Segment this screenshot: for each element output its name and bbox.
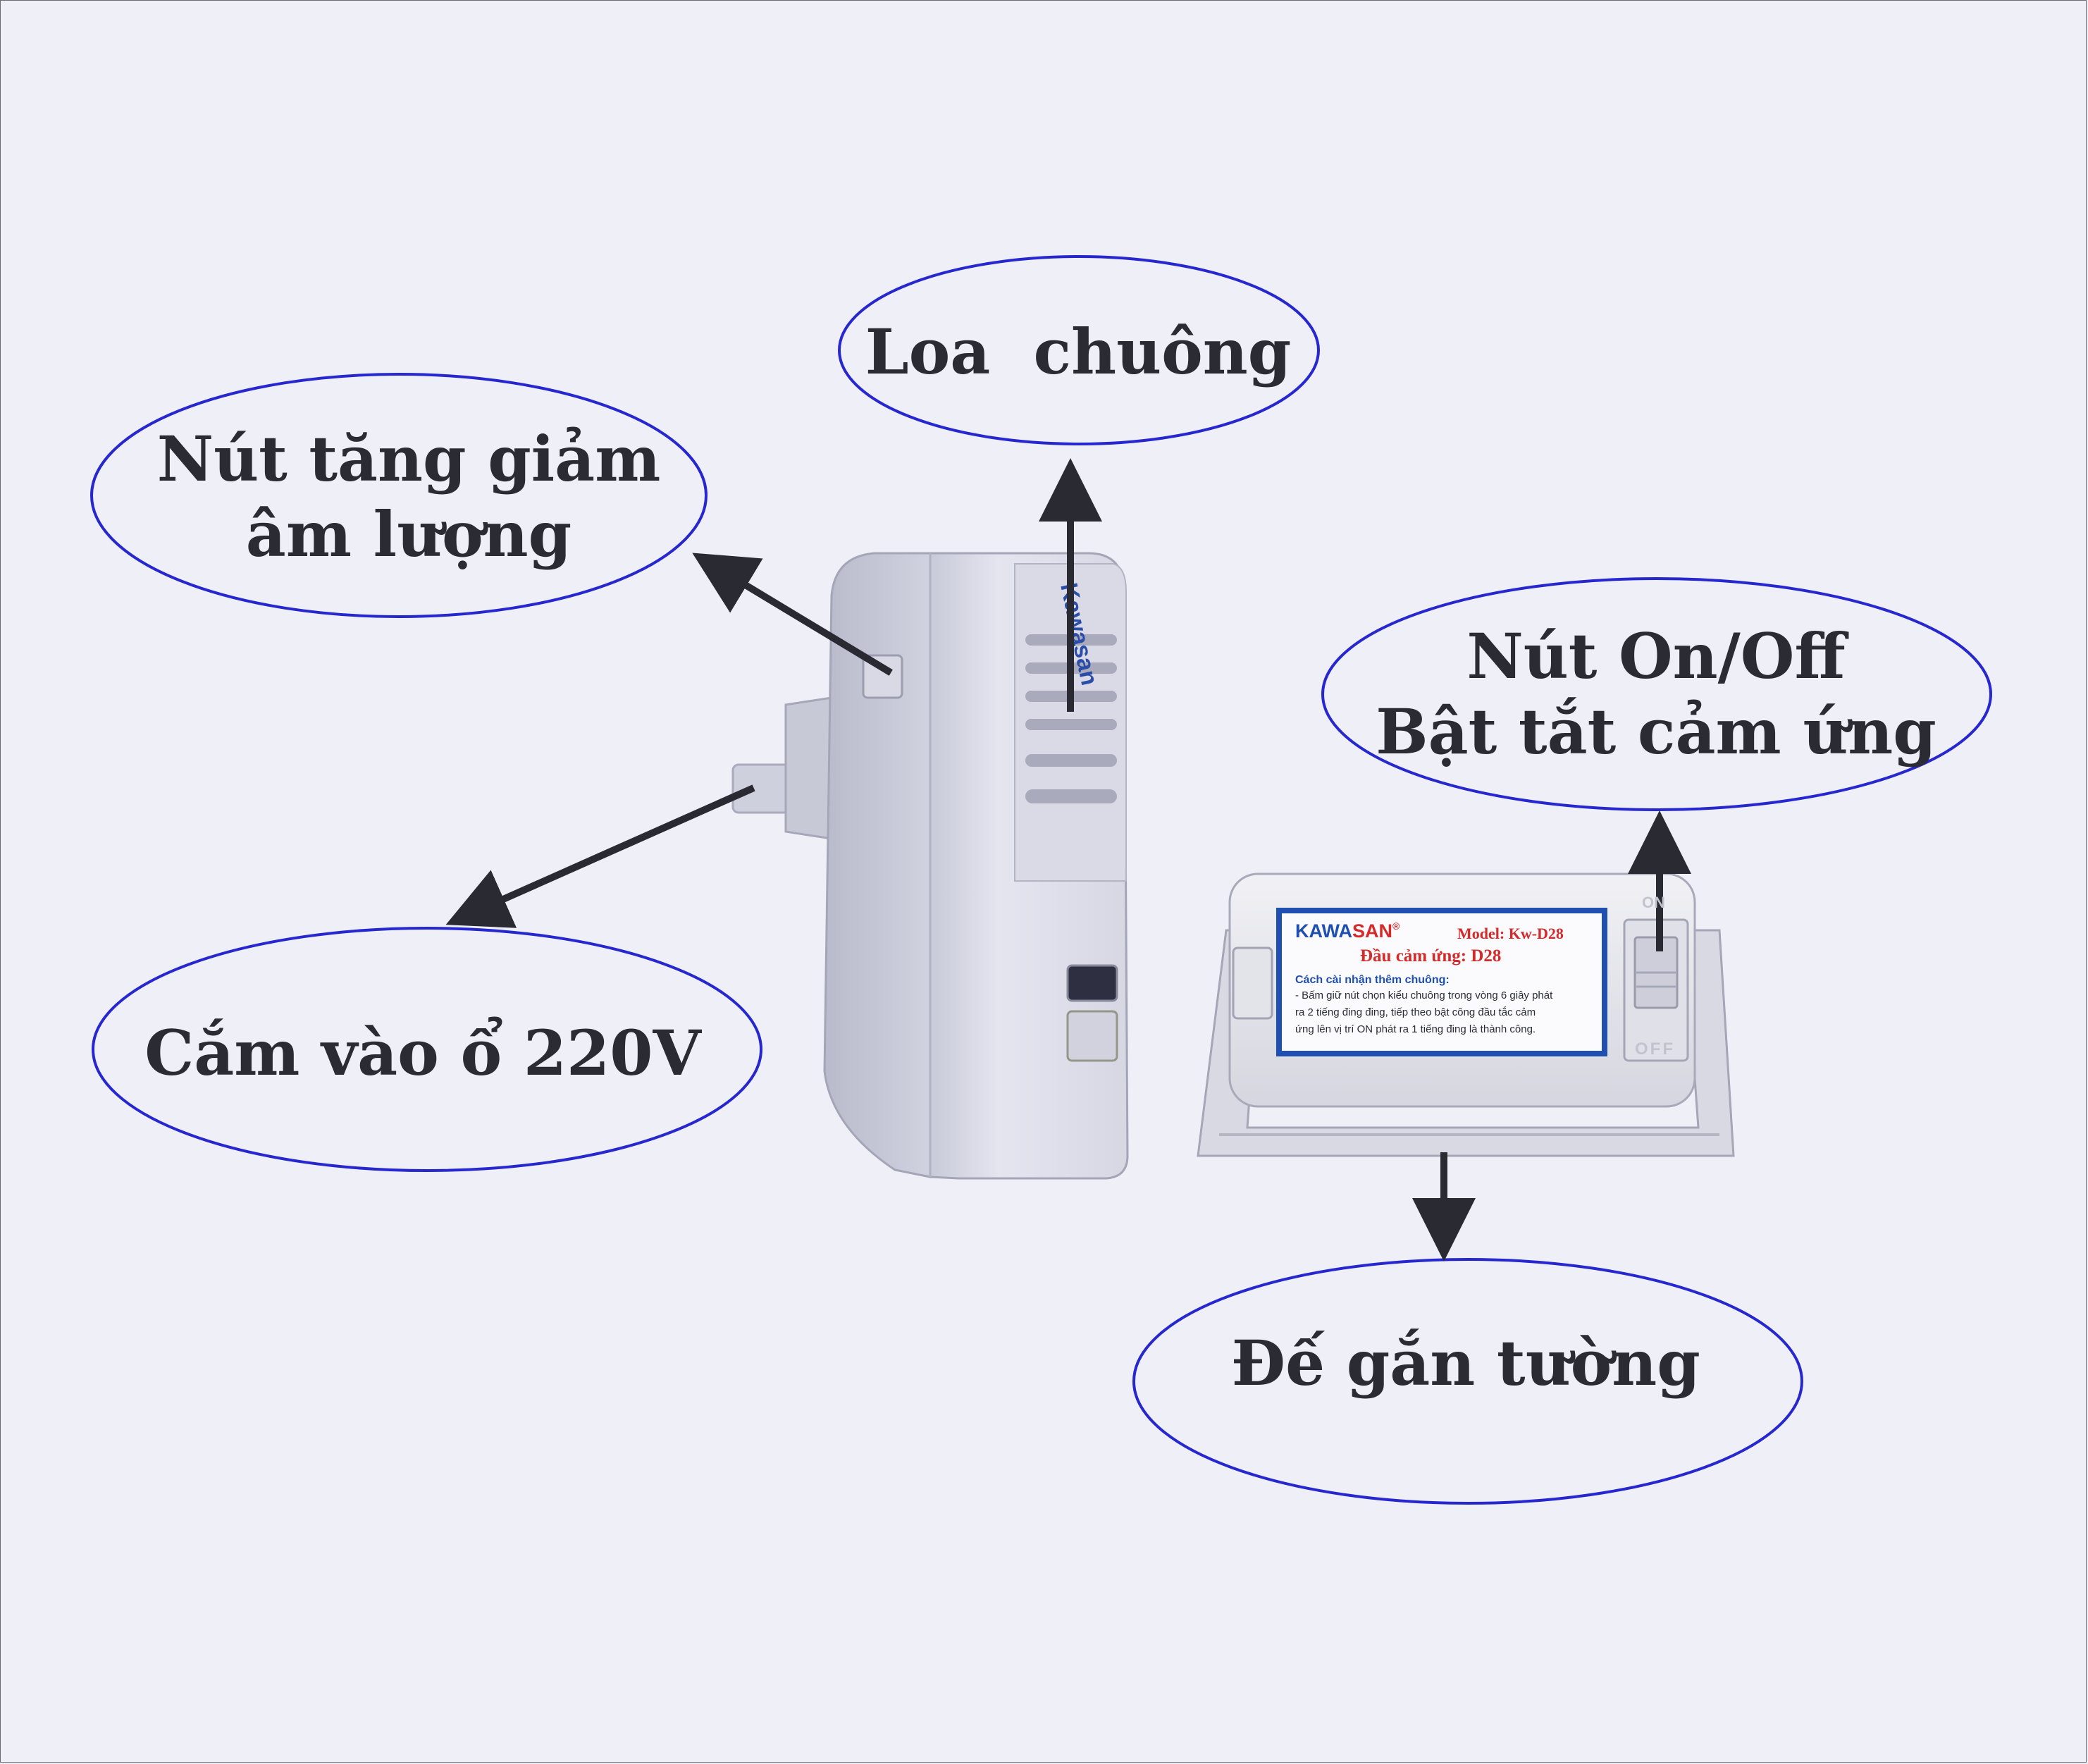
callout-wall-mount: Đế gắn tường	[1184, 1318, 1748, 1410]
callout-text: Nút On/Off	[1466, 619, 1846, 693]
instructions-line: ra 2 tiếng đing đing, tiếp theo bật công…	[1295, 1006, 1536, 1018]
callout-text: âm lượng	[245, 498, 572, 571]
plug-block	[784, 696, 833, 840]
callout-text: Bật tắt cảm ứng	[1376, 695, 1936, 768]
callout-text: Cắm vào ổ 220V	[144, 1016, 701, 1090]
sensor-label	[1276, 908, 1607, 1056]
sensor-model: Model: Kw-D28	[1457, 925, 1564, 942]
callout-speaker: Loa chuông	[846, 310, 1311, 395]
callout-text: Loa chuông	[865, 315, 1292, 389]
receiver-unit	[731, 552, 1129, 1180]
sensor-brand: KAWASAN®	[1295, 920, 1400, 942]
sensor-subtitle: Đầu cảm ứng: D28	[1360, 946, 1502, 966]
instructions-line: ứng lên vị trí ON phát ra 1 tiếng đing l…	[1295, 1023, 1536, 1035]
callout-plug: Cắm vào ổ 220V	[106, 1008, 740, 1099]
arrow-to-plug-callout	[445, 784, 755, 928]
switch-off-label: OFF	[1635, 1040, 1675, 1059]
callout-ellipse-volume	[90, 373, 708, 618]
instructions-title: Cách cài nhận thêm chuông:	[1295, 974, 1450, 986]
callout-text: Đế gắn tường	[1231, 1326, 1700, 1400]
plug-prong	[731, 763, 792, 814]
speaker-grille	[1025, 634, 1117, 803]
callout-volume-button: Nút tăng giảm âm lượng	[127, 409, 691, 585]
callout-ellipse-onoff	[1321, 577, 1992, 811]
arrow-to-volume-callout	[692, 553, 893, 676]
callout-ellipse-plug	[92, 927, 762, 1172]
mount-clip	[1232, 946, 1273, 1020]
switch-on-label: ON	[1642, 894, 1665, 911]
callout-onoff-switch: Nút On/Off Bật tắt cảm ứng	[1339, 606, 1973, 782]
callout-text: Nút tăng giảm	[156, 421, 661, 495]
receiver-side	[823, 552, 932, 1178]
callout-ellipse-speaker	[838, 255, 1320, 445]
status-window	[1066, 964, 1118, 1002]
chime-select-button[interactable]	[1066, 1010, 1118, 1062]
instructions-line: - Bấm giữ nút chọn kiểu chuông trong vòn…	[1295, 989, 1553, 1001]
sensor-unit	[1197, 872, 1735, 1157]
